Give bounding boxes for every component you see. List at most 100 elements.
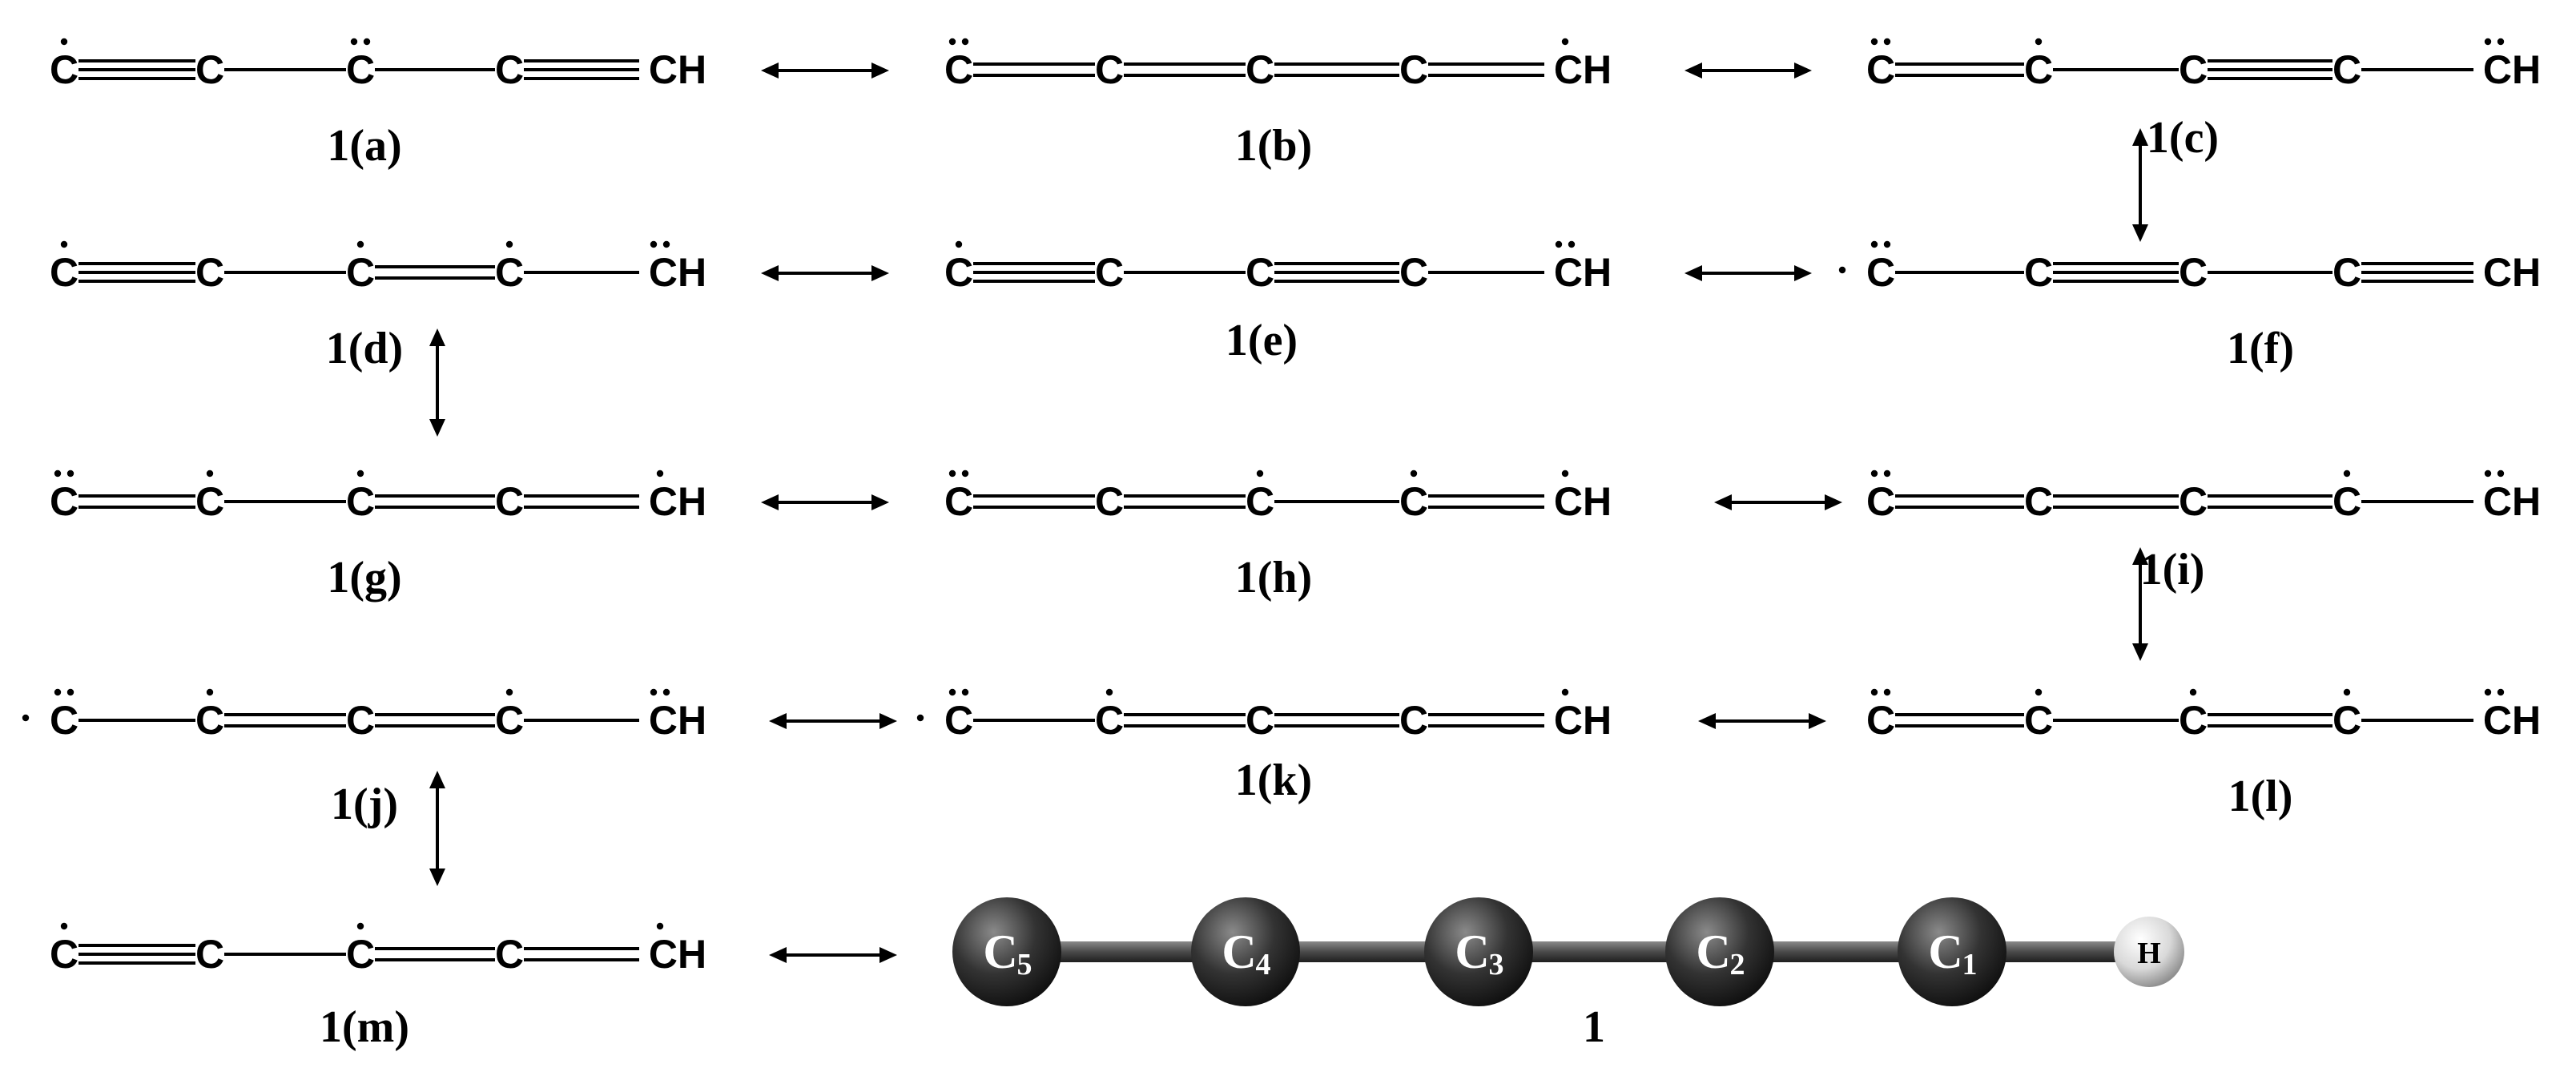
electron-dot <box>2189 688 2197 696</box>
atom-c: C <box>1246 479 1274 524</box>
electron-dot <box>356 922 364 930</box>
electron-dot <box>1883 470 1891 478</box>
electron-dot <box>66 688 74 696</box>
radical-dot <box>916 714 924 722</box>
resonance-arrow <box>429 771 445 886</box>
resonance-arrow <box>1684 265 1812 281</box>
atom-c: C <box>1399 47 1428 92</box>
atom-c: C <box>1095 479 1124 524</box>
structure-label: 1(b) <box>1235 121 1312 171</box>
electron-dot <box>948 38 956 46</box>
resonance-arrow <box>769 713 897 729</box>
electron-dot <box>1883 38 1891 46</box>
electron-dot <box>2343 688 2351 696</box>
atom-c: C <box>346 932 375 977</box>
atom-c: C <box>2024 250 2053 295</box>
atom-ch: CH <box>649 250 706 295</box>
structure-label: 1(g) <box>327 553 401 603</box>
atom-c: C <box>2024 698 2053 743</box>
atom-symbol: C <box>1696 925 1730 978</box>
atom-c: C <box>346 479 375 524</box>
structure-label: 1(d) <box>326 324 403 373</box>
atom-symbol: C <box>1455 925 1489 978</box>
atom-c: C <box>1246 47 1274 92</box>
structure-label: 1(k) <box>1235 756 1312 805</box>
electron-dot <box>2497 38 2505 46</box>
electron-dot <box>1883 688 1891 696</box>
electron-dot <box>505 688 513 696</box>
electron-dot <box>656 470 664 478</box>
electron-dot <box>662 688 670 696</box>
electron-dot <box>1105 688 1113 696</box>
atom-ch: CH <box>2483 250 2541 295</box>
resonance-arrow <box>761 265 889 281</box>
electron-dot <box>1256 470 1264 478</box>
atom-c: C <box>195 47 224 92</box>
atom-c: C <box>2024 47 2053 92</box>
carbon-atom-sphere <box>1424 897 1533 1006</box>
structure-label: 1(h) <box>1235 553 1312 603</box>
electron-dot <box>2484 470 2492 478</box>
electron-dot <box>350 38 358 46</box>
molecule-label: 1 <box>1583 1002 1605 1052</box>
atom-c: C <box>2332 250 2361 295</box>
electron-dot <box>1568 240 1576 248</box>
carbon-atom-sphere <box>1898 897 2006 1006</box>
hydrogen-atom-sphere <box>2114 917 2184 987</box>
electron-dot <box>650 688 658 696</box>
atom-c: C <box>1866 250 1895 295</box>
atom-symbol: C <box>1928 925 1962 978</box>
atom-ch: CH <box>649 932 706 977</box>
structure-label: 1(m) <box>320 1002 409 1052</box>
atom-c: C <box>195 250 224 295</box>
structure-label: 1(f) <box>2227 324 2294 373</box>
electron-dot <box>505 240 513 248</box>
electron-dot <box>1870 38 1878 46</box>
atom-c: C <box>944 698 973 743</box>
electron-dot <box>1410 470 1418 478</box>
radical-dot <box>1838 266 1846 274</box>
atom-index: 5 <box>1017 948 1032 981</box>
electron-dot <box>656 922 664 930</box>
atom-c: C <box>1399 479 1428 524</box>
atom-ch: CH <box>649 698 706 743</box>
atom-c: C <box>1095 698 1124 743</box>
electron-dot <box>2497 470 2505 478</box>
atom-ch: CH <box>2483 47 2541 92</box>
resonance-arrow <box>769 947 897 963</box>
electron-dot <box>54 688 62 696</box>
electron-dot <box>1870 688 1878 696</box>
electron-dot <box>2343 470 2351 478</box>
atom-c: C <box>346 47 375 92</box>
electron-dot <box>60 922 68 930</box>
atom-ch: CH <box>1554 47 1612 92</box>
electron-dot <box>1883 240 1891 248</box>
atom-c: C <box>2179 250 2208 295</box>
resonance-arrow <box>1698 713 1826 729</box>
atom-c: C <box>2024 479 2053 524</box>
electron-dot <box>1561 688 1569 696</box>
atom-c: C <box>50 250 78 295</box>
atom-ch: CH <box>2483 479 2541 524</box>
atom-c: C <box>1866 47 1895 92</box>
electron-dot <box>356 240 364 248</box>
electron-dot <box>60 240 68 248</box>
structure-label: 1(j) <box>331 780 398 829</box>
electron-dot <box>356 470 364 478</box>
radical-dot <box>22 714 30 722</box>
electron-dot <box>948 688 956 696</box>
structure-label: 1(c) <box>2147 113 2219 163</box>
electron-dot <box>66 470 74 478</box>
atom-c: C <box>495 932 524 977</box>
atom-c: C <box>50 932 78 977</box>
atom-c: C <box>944 250 973 295</box>
electron-dot <box>60 38 68 46</box>
electron-dot <box>1561 38 1569 46</box>
atom-c: C <box>195 479 224 524</box>
atom-c: C <box>1095 250 1124 295</box>
